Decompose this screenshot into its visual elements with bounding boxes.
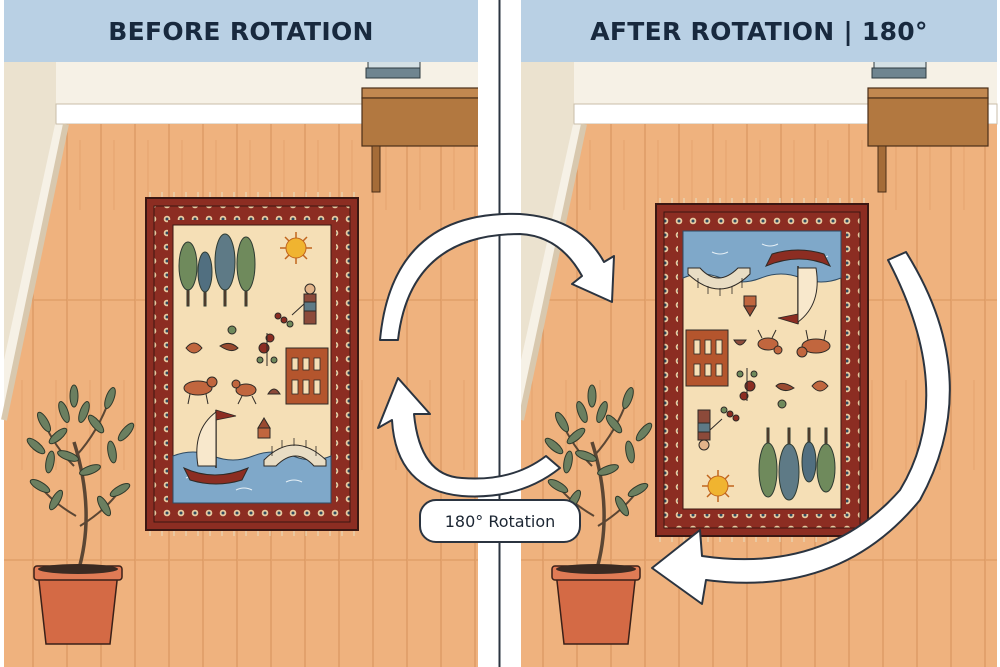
rotated-rug-icon [655, 197, 869, 543]
before-panel [1, 35, 483, 667]
after-rotation-header: AFTER ROTATION | 180° [521, 0, 997, 62]
rotation-label-badge: 180° Rotation [419, 499, 581, 543]
rug-icon [145, 191, 359, 537]
before-rotation-header: BEFORE ROTATION [4, 0, 478, 62]
rotate-arrow-icon [377, 212, 951, 605]
rotation-label: 180° Rotation [445, 512, 556, 531]
